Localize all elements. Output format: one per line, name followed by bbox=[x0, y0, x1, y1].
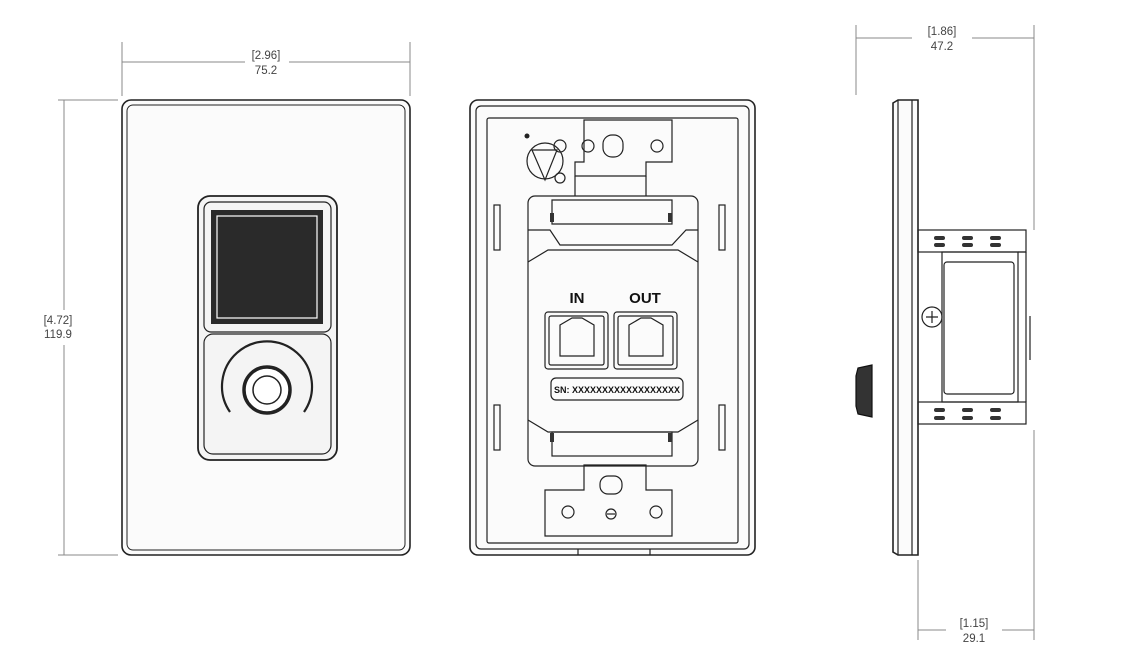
port-in-label: IN bbox=[570, 290, 585, 307]
front-width-mm: 75.2 bbox=[255, 65, 277, 77]
display-screen-bezel bbox=[216, 215, 318, 319]
front-width-inch: [2.96] bbox=[252, 50, 281, 62]
serial-number-label: SN: XXXXXXXXXXXXXXXXXX bbox=[554, 385, 680, 395]
rear-view bbox=[469, 99, 756, 556]
front-height-mm: 119.9 bbox=[44, 329, 72, 341]
port-out-label: OUT bbox=[629, 290, 661, 307]
display-screen bbox=[211, 210, 323, 324]
side-plate-mm: 29.1 bbox=[963, 633, 985, 645]
dimension-front-height bbox=[58, 99, 118, 556]
side-plate-inch: [1.15] bbox=[960, 618, 989, 630]
dimension-side-plate bbox=[917, 430, 1035, 640]
front-view bbox=[121, 99, 411, 556]
rotary-knob bbox=[220, 340, 314, 415]
side-depth-inch: [1.86] bbox=[928, 26, 957, 38]
side-depth-mm: 47.2 bbox=[931, 41, 953, 53]
dimension-side-depth bbox=[855, 25, 1035, 230]
dimension-front-width bbox=[121, 42, 411, 96]
housing-corner-marks bbox=[550, 213, 672, 442]
indicator-dot bbox=[524, 133, 530, 139]
front-height-inch: [4.72] bbox=[44, 315, 73, 327]
side-view bbox=[855, 99, 1031, 556]
bracket-vent-slots bbox=[934, 236, 1001, 420]
